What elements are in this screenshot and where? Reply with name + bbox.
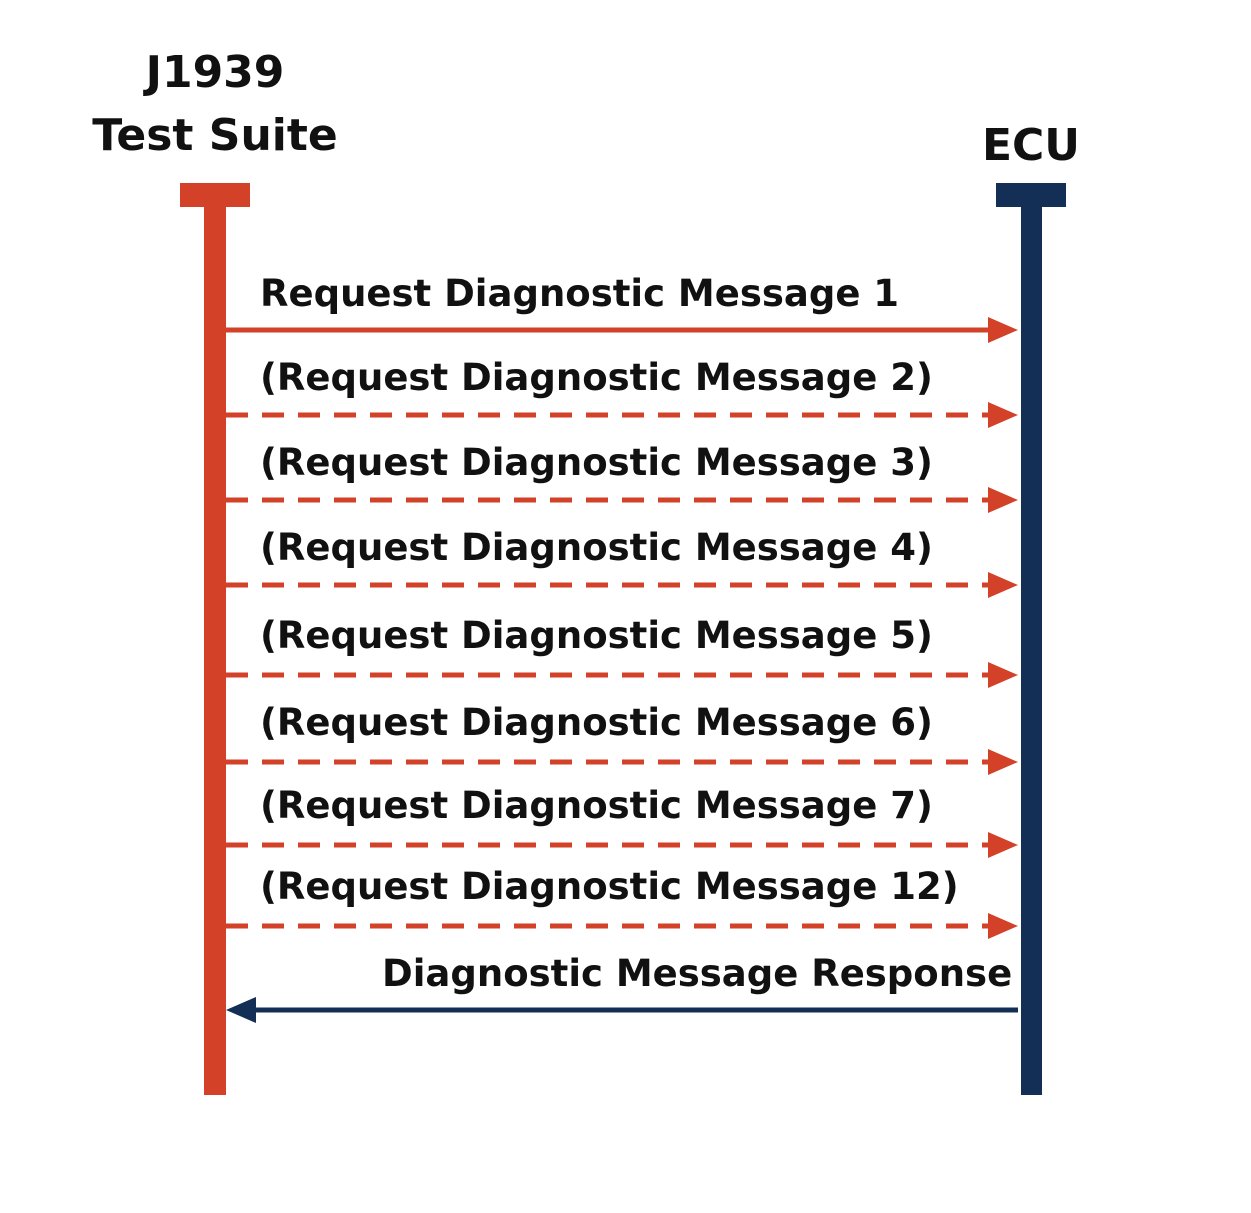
message-label: (Request Diagnostic Message 6) xyxy=(260,701,933,744)
message-label: (Request Diagnostic Message 7) xyxy=(260,784,933,827)
lifeline-test-suite xyxy=(180,183,250,1095)
messages-layer: Request Diagnostic Message 1 (Request Dia… xyxy=(226,272,1018,1023)
message-label: (Request Diagnostic Message 5) xyxy=(260,614,933,657)
arrowhead-icon xyxy=(988,662,1018,688)
message-label: (Request Diagnostic Message 2) xyxy=(260,356,933,399)
message-3: (Request Diagnostic Message 3) xyxy=(226,441,1018,513)
arrowhead-icon xyxy=(988,317,1018,343)
message-2: (Request Diagnostic Message 2) xyxy=(226,356,1018,428)
arrowhead-icon xyxy=(988,487,1018,513)
arrowhead-icon xyxy=(988,572,1018,598)
lifeline-ecu xyxy=(996,183,1066,1095)
lifeline-ecu-bar xyxy=(1021,183,1042,1095)
arrowhead-icon xyxy=(988,402,1018,428)
message-label: (Request Diagnostic Message 12) xyxy=(260,865,959,908)
arrowhead-icon xyxy=(988,913,1018,939)
message-1: Request Diagnostic Message 1 xyxy=(226,272,1018,343)
participant-left-title-line2: Test Suite xyxy=(92,110,338,161)
message-4: (Request Diagnostic Message 4) xyxy=(226,526,1018,598)
message-5: (Request Diagnostic Message 5) xyxy=(226,614,1018,688)
message-label: Diagnostic Message Response xyxy=(382,952,1012,995)
lifeline-test-suite-bar xyxy=(204,183,226,1095)
arrowhead-icon xyxy=(988,749,1018,775)
arrowhead-icon xyxy=(226,997,256,1023)
message-8: (Request Diagnostic Message 12) xyxy=(226,865,1018,939)
participant-right-title: ECU xyxy=(982,120,1080,171)
message-6: (Request Diagnostic Message 6) xyxy=(226,701,1018,775)
participant-left-title-line1: J1939 xyxy=(143,47,285,98)
message-9: Diagnostic Message Response xyxy=(226,952,1018,1023)
message-label: (Request Diagnostic Message 3) xyxy=(260,441,933,484)
message-7: (Request Diagnostic Message 7) xyxy=(226,784,1018,858)
message-label: Request Diagnostic Message 1 xyxy=(260,272,899,315)
message-label: (Request Diagnostic Message 4) xyxy=(260,526,933,569)
arrowhead-icon xyxy=(988,832,1018,858)
